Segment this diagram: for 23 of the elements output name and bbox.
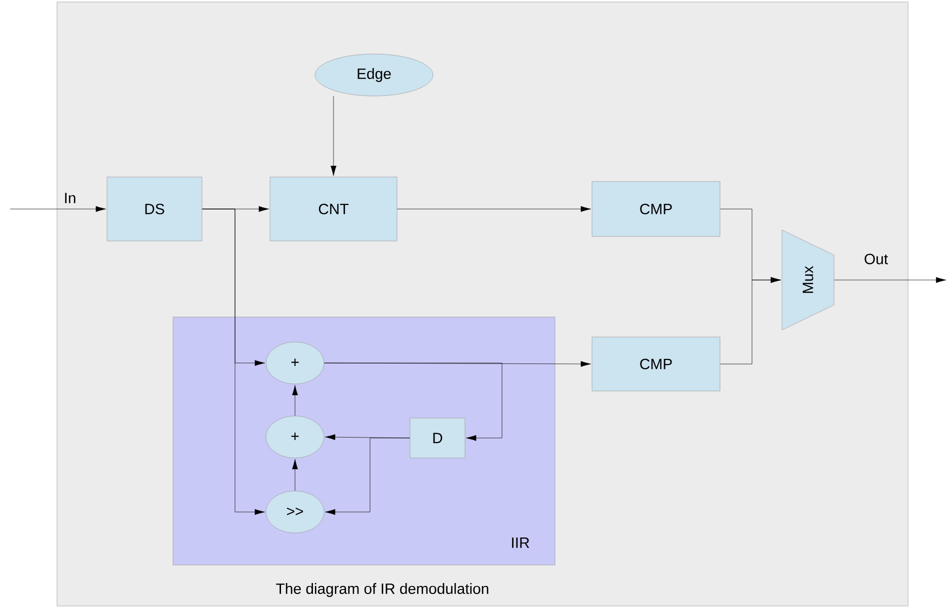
arrow	[834, 277, 946, 283]
caption: The diagram of IR demodulation	[276, 583, 488, 597]
block-box: D	[410, 418, 466, 458]
arrow	[397, 206, 591, 212]
arrow	[292, 459, 298, 491]
ellipse-node: +	[266, 342, 324, 384]
ellipse-node: >>	[266, 490, 324, 534]
arrow	[325, 438, 410, 515]
ellipse-node: Edge	[314, 54, 434, 96]
block-box: DS	[106, 176, 202, 242]
mux-trapezoid: Mux	[782, 230, 834, 330]
arrow	[10, 206, 106, 212]
block-box: CMP	[592, 181, 720, 237]
arrow	[720, 277, 781, 364]
block-box: CNT	[270, 176, 398, 242]
ellipse-node: +	[266, 416, 324, 458]
arrow	[330, 96, 336, 176]
arrow	[202, 208, 265, 515]
block-box: CMP	[592, 336, 720, 392]
arrow	[292, 385, 298, 416]
arrow	[324, 362, 502, 441]
edge-label: Out	[864, 254, 888, 264]
edge-label: In	[65, 192, 76, 204]
